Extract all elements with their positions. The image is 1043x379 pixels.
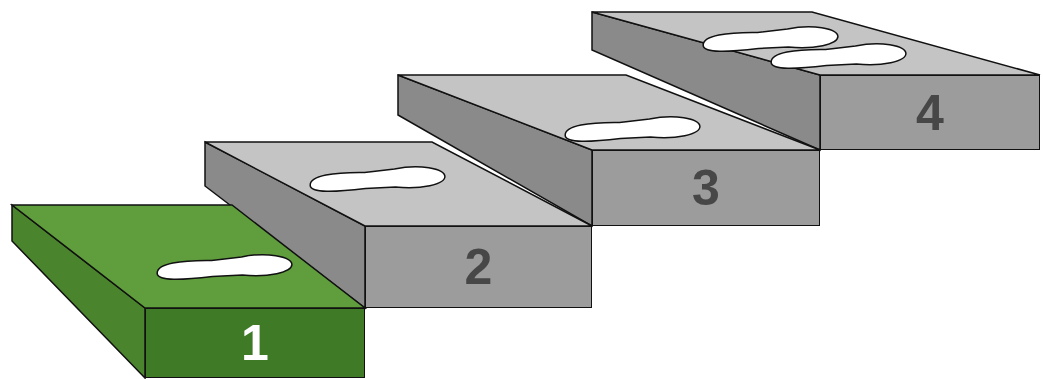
step-box: 1	[145, 308, 365, 378]
footprint	[770, 42, 906, 70]
step-number: 2	[465, 242, 493, 292]
step-number: 4	[916, 88, 944, 138]
step-top-face	[398, 75, 820, 150]
footprint	[156, 253, 292, 281]
footprint	[309, 165, 445, 193]
step-top-face	[205, 142, 592, 226]
step-number: 3	[692, 163, 720, 213]
step-box: 2	[365, 226, 592, 308]
footprint	[564, 115, 700, 143]
step-top-face	[592, 12, 1040, 75]
step-solid	[12, 205, 365, 378]
step-box: 3	[592, 150, 820, 226]
step-top-face	[12, 205, 365, 308]
step-box: 4	[820, 75, 1040, 150]
step-number: 1	[241, 318, 269, 368]
